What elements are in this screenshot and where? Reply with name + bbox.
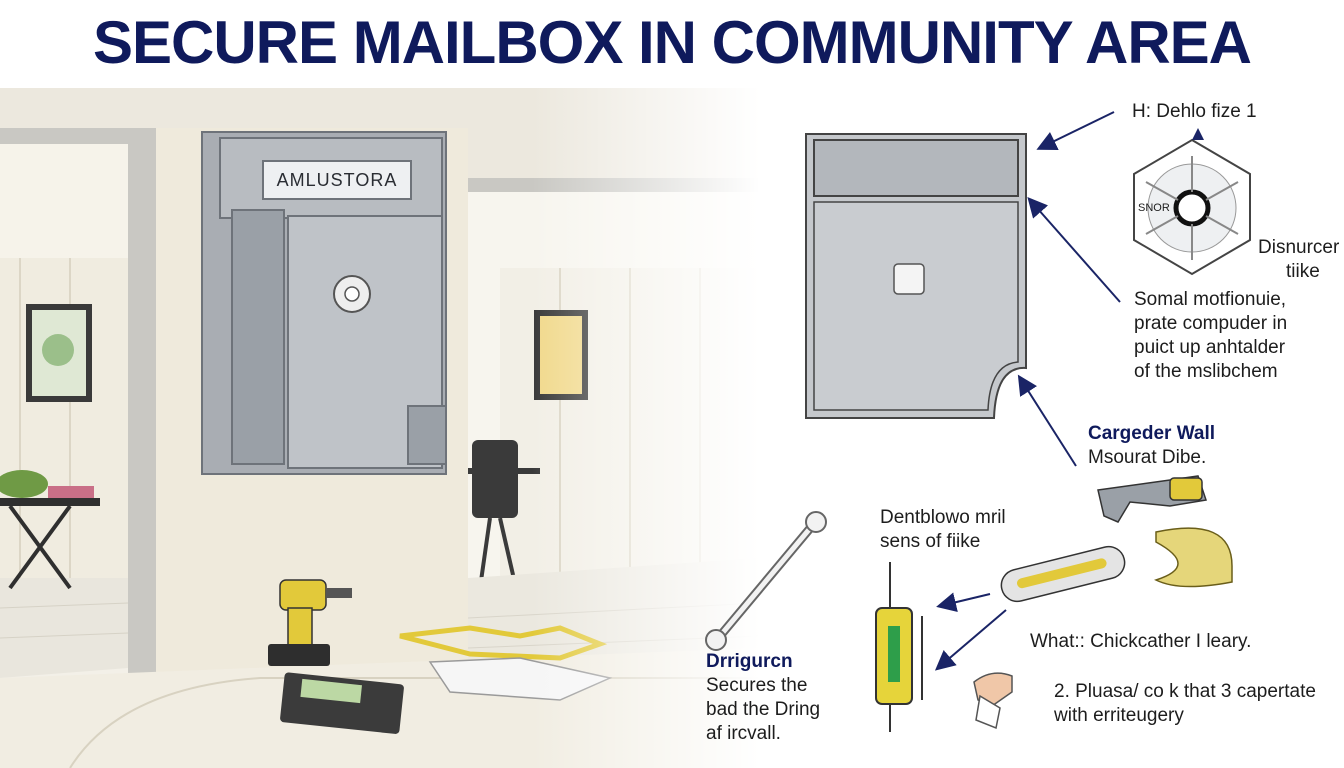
mailbox-diagram — [705, 111, 1251, 732]
bottom-note: Drrigurcn Secures the bad the Dring af i… — [706, 651, 821, 744]
step-text: 2. Pluasa/ co k that 3 capertate with er… — [1054, 681, 1316, 726]
mount-note: Somal motfionuie, prate compuder in puic… — [1134, 289, 1288, 382]
label-right: Disnurcer tiike — [1258, 237, 1340, 282]
label-top: H: Dehlo fize 1 — [1132, 101, 1257, 122]
mailbox-plaque: AMLUSTORA — [262, 160, 412, 200]
wall-label: Cargeder Wall Msourat Dibe. — [1088, 423, 1216, 468]
office-scene-illustration — [0, 88, 760, 768]
check-text: What:: Chickcather I leary. — [1030, 631, 1252, 652]
label-hex: SNOR — [1138, 202, 1170, 214]
hardware-label: Dentblowo mril sens of fiike — [880, 507, 1006, 552]
page-title: SECURE MAILBOX IN COMMUNITY AREA — [92, 9, 1252, 76]
